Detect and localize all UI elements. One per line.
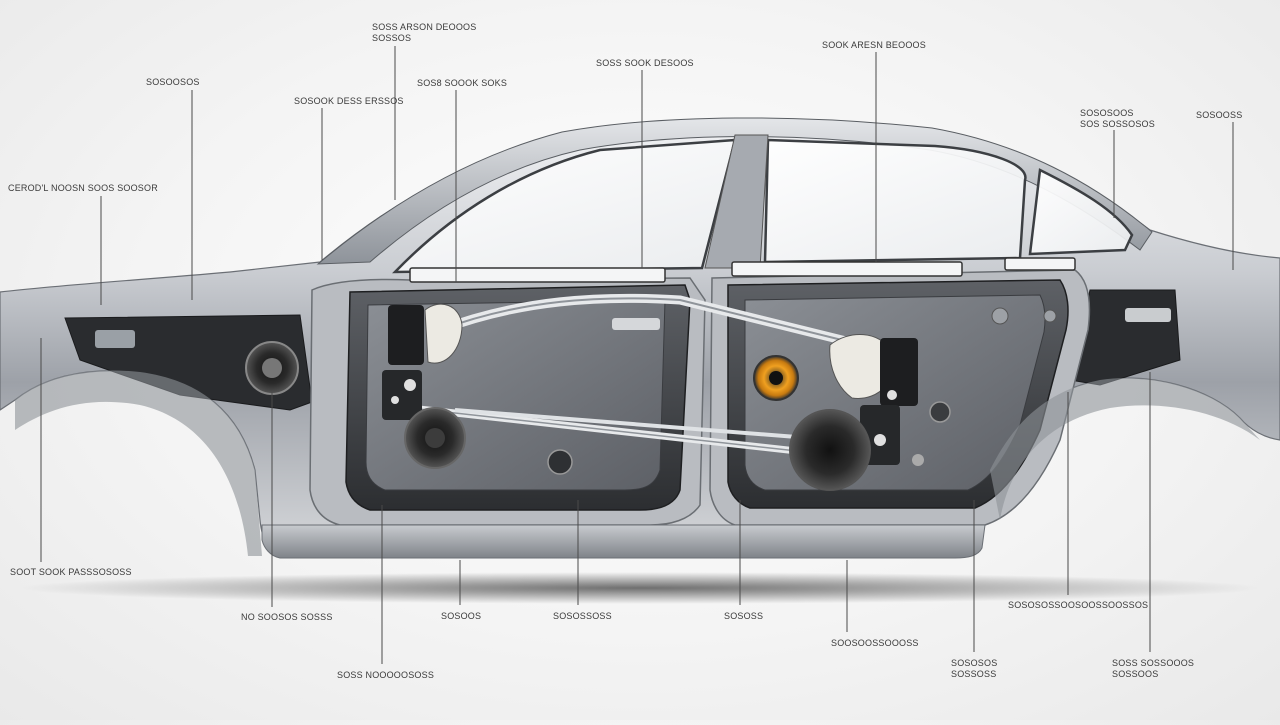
callout-label-b5: SOSOSSOSS	[553, 611, 612, 622]
roof-frame	[316, 117, 1153, 265]
rocker-sill	[261, 524, 986, 559]
ground-shadow	[20, 572, 1260, 604]
callout-text: SOOT SOOK PASSSOSOSS	[10, 567, 132, 577]
callout-label-t6: SOSOOK DESS ERSSOS	[294, 96, 404, 107]
callout-text: SOSOSOSSOOSOOSSOOSSOS	[1008, 600, 1149, 610]
rear-door-speaker	[789, 409, 871, 491]
callout-label-t9: SOSOOSS	[1196, 110, 1242, 121]
callout-label-b9: SOSOSOSSOOSOOSSOOSSOS	[1008, 600, 1148, 611]
callout-text: SOSSOSS	[951, 669, 997, 679]
callout-text: SOS8 SOOOK SOKS	[417, 78, 508, 88]
callout-label-b3: SOSS NOOOOOSOSS	[337, 670, 434, 681]
callout-text: SOSSOOS	[1112, 669, 1159, 679]
callout-label-t2: SOOK ARESN BEOOOS	[822, 40, 926, 51]
callout-text: SOSOSSOSS	[553, 611, 612, 621]
callout-label-b7: SOOSOOSSOOOSS	[831, 638, 919, 649]
front-regulator-bracket	[424, 303, 463, 364]
rear-wheel-arch	[990, 377, 1260, 520]
callout-text: SOSOOSS	[1196, 110, 1243, 120]
callout-text: SOOSOOSSOOOSS	[831, 638, 919, 648]
callout-text: SOSOSOS	[951, 658, 998, 668]
front-window	[392, 138, 737, 274]
callout-text: SOSOOSOS	[146, 77, 200, 87]
callout-text: SOSS NOOOOOSOSS	[337, 670, 435, 680]
callout-text: SOOK ARESN BEOOOS	[822, 40, 926, 50]
callout-text: SOSOSOOS	[1080, 108, 1134, 118]
callout-text: SOSS SOOK DESOOS	[596, 58, 694, 68]
callout-label-b2: NO SOOSOS SOSSS	[241, 612, 333, 623]
callout-label-t7: CEROD'L NOOSN SOOS SOOSOR	[8, 183, 158, 194]
callout-text: SOSSOS	[372, 33, 412, 43]
front-wheel-arch	[15, 370, 262, 556]
callout-leader-lines	[40, 46, 1234, 664]
callout-text: SOSOOS	[441, 611, 482, 621]
rear-window	[763, 138, 1027, 264]
callout-label-b1: SOOT SOOK PASSSOSOSS	[10, 567, 132, 578]
callout-text: SOS SOSSOSOS	[1080, 119, 1155, 129]
callout-label-b6: SOSOSS	[724, 611, 763, 622]
callout-text: NO SOOSOS SOSSS	[241, 612, 333, 622]
callout-text: SOSS SOSSOOOS	[1112, 658, 1195, 668]
callout-label-t4: SOSOOSOS	[146, 77, 200, 88]
quarter-window	[1028, 168, 1134, 256]
callout-text: CEROD'L NOOSN SOOS SOOSOR	[8, 183, 158, 193]
callout-text: SOSOOK DESS ERSSOS	[294, 96, 404, 106]
callout-label-t3: SOSS SOOK DESOOS	[596, 58, 694, 69]
callout-label-t5: SOS8 SOOOK SOKS	[417, 78, 507, 89]
callout-text: SOSOSS	[724, 611, 764, 621]
callout-text: SOSS ARSON DEOOOS	[372, 22, 477, 32]
callout-label-b4: SOSOOS	[441, 611, 481, 622]
